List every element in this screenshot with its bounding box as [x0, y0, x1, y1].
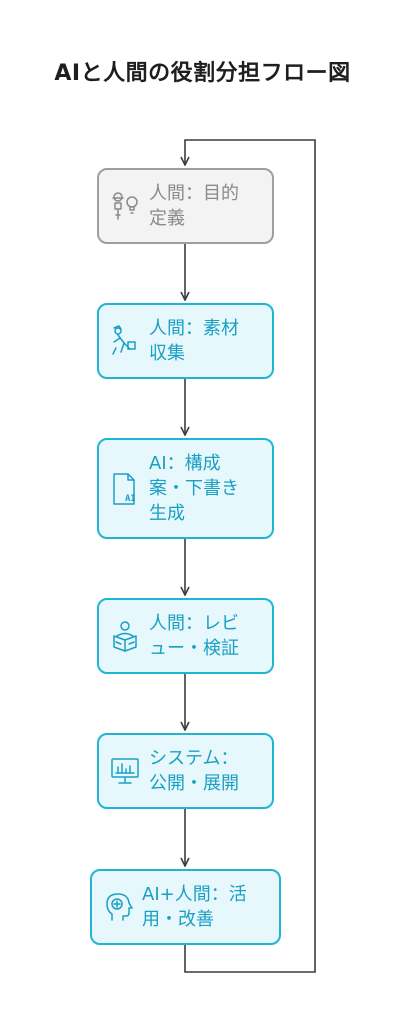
flow-node-publish-deploy: システム： 公開・展開	[97, 733, 274, 809]
flow-node-collect-materials: 人間：素材 収集	[97, 303, 274, 379]
person-lightbulb-icon	[109, 188, 141, 224]
flow-node-review-verify: 人間：レビ ュー・検証	[97, 598, 274, 674]
flow-node-label: AI：構成 案・下書き 生成	[149, 453, 239, 524]
page-title: AIと人間の役割分担フロー図	[54, 61, 351, 86]
ai-document-icon: AI	[109, 471, 141, 507]
flow-node-generate-draft: AI AI：構成 案・下書き 生成	[97, 438, 274, 539]
monitor-chart-icon	[109, 753, 141, 789]
loop-back-arrow	[185, 139, 316, 973]
flow-node-improve: AI+人間：活 用・改善	[90, 869, 281, 945]
flow-node-define-purpose: 人間：目的 定義	[97, 168, 274, 244]
person-carrying-icon	[109, 323, 141, 359]
svg-text:AI: AI	[125, 494, 136, 504]
person-reading-icon	[109, 618, 141, 654]
flow-node-label: AI+人間：活 用・改善	[142, 884, 247, 930]
flow-node-label: 人間：素材 収集	[149, 318, 239, 364]
flow-node-label: システム： 公開・展開	[149, 748, 239, 794]
flow-node-label: 人間：レビ ュー・検証	[149, 613, 239, 659]
flow-node-label: 人間：目的 定義	[149, 183, 239, 229]
head-plus-icon	[102, 889, 134, 925]
